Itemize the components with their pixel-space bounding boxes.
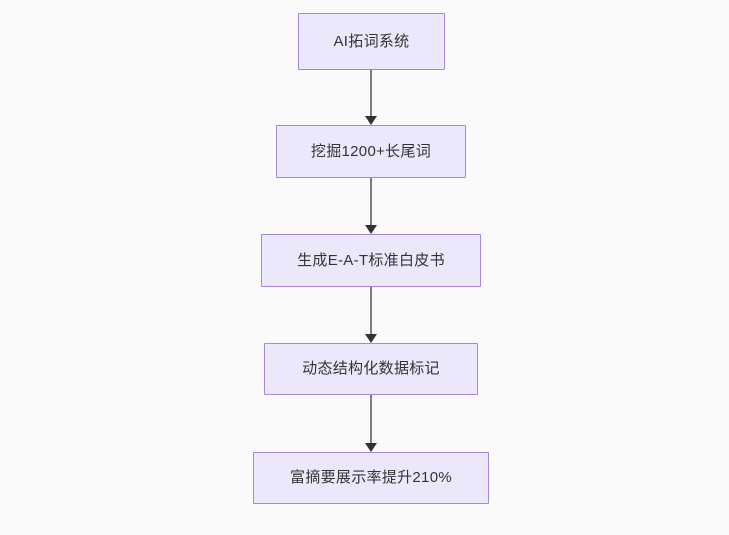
arrow-down-icon (365, 116, 377, 125)
arrow-down-icon (365, 225, 377, 234)
flow-node-rich-snippet-impression-lift[interactable]: 富摘要展示率提升210% (253, 452, 489, 504)
edge-line (370, 287, 372, 334)
arrow-down-icon (365, 443, 377, 452)
flow-edge-n2-n3 (364, 287, 378, 343)
edge-line (370, 178, 372, 225)
edge-line (370, 395, 372, 443)
flow-node-label: AI拓词系统 (333, 32, 410, 50)
flow-node-ai-keyword-system[interactable]: AI拓词系统 (298, 13, 445, 70)
flow-edge-n3-n4 (364, 395, 378, 452)
flow-node-mine-longtail-keywords[interactable]: 挖掘1200+长尾词 (276, 125, 466, 178)
flow-node-label: 富摘要展示率提升210% (290, 469, 452, 486)
flow-edge-n0-n1 (364, 70, 378, 125)
flow-edge-n1-n2 (364, 178, 378, 234)
flow-node-label: 生成E-A-T标准白皮书 (297, 251, 445, 269)
arrow-down-icon (365, 334, 377, 343)
flow-node-dynamic-structured-data-markup[interactable]: 动态结构化数据标记 (264, 343, 478, 395)
flow-node-generate-eat-whitepaper[interactable]: 生成E-A-T标准白皮书 (261, 234, 481, 287)
edge-line (370, 70, 372, 116)
flow-node-label: 动态结构化数据标记 (302, 360, 440, 377)
flow-node-label: 挖掘1200+长尾词 (310, 142, 432, 160)
